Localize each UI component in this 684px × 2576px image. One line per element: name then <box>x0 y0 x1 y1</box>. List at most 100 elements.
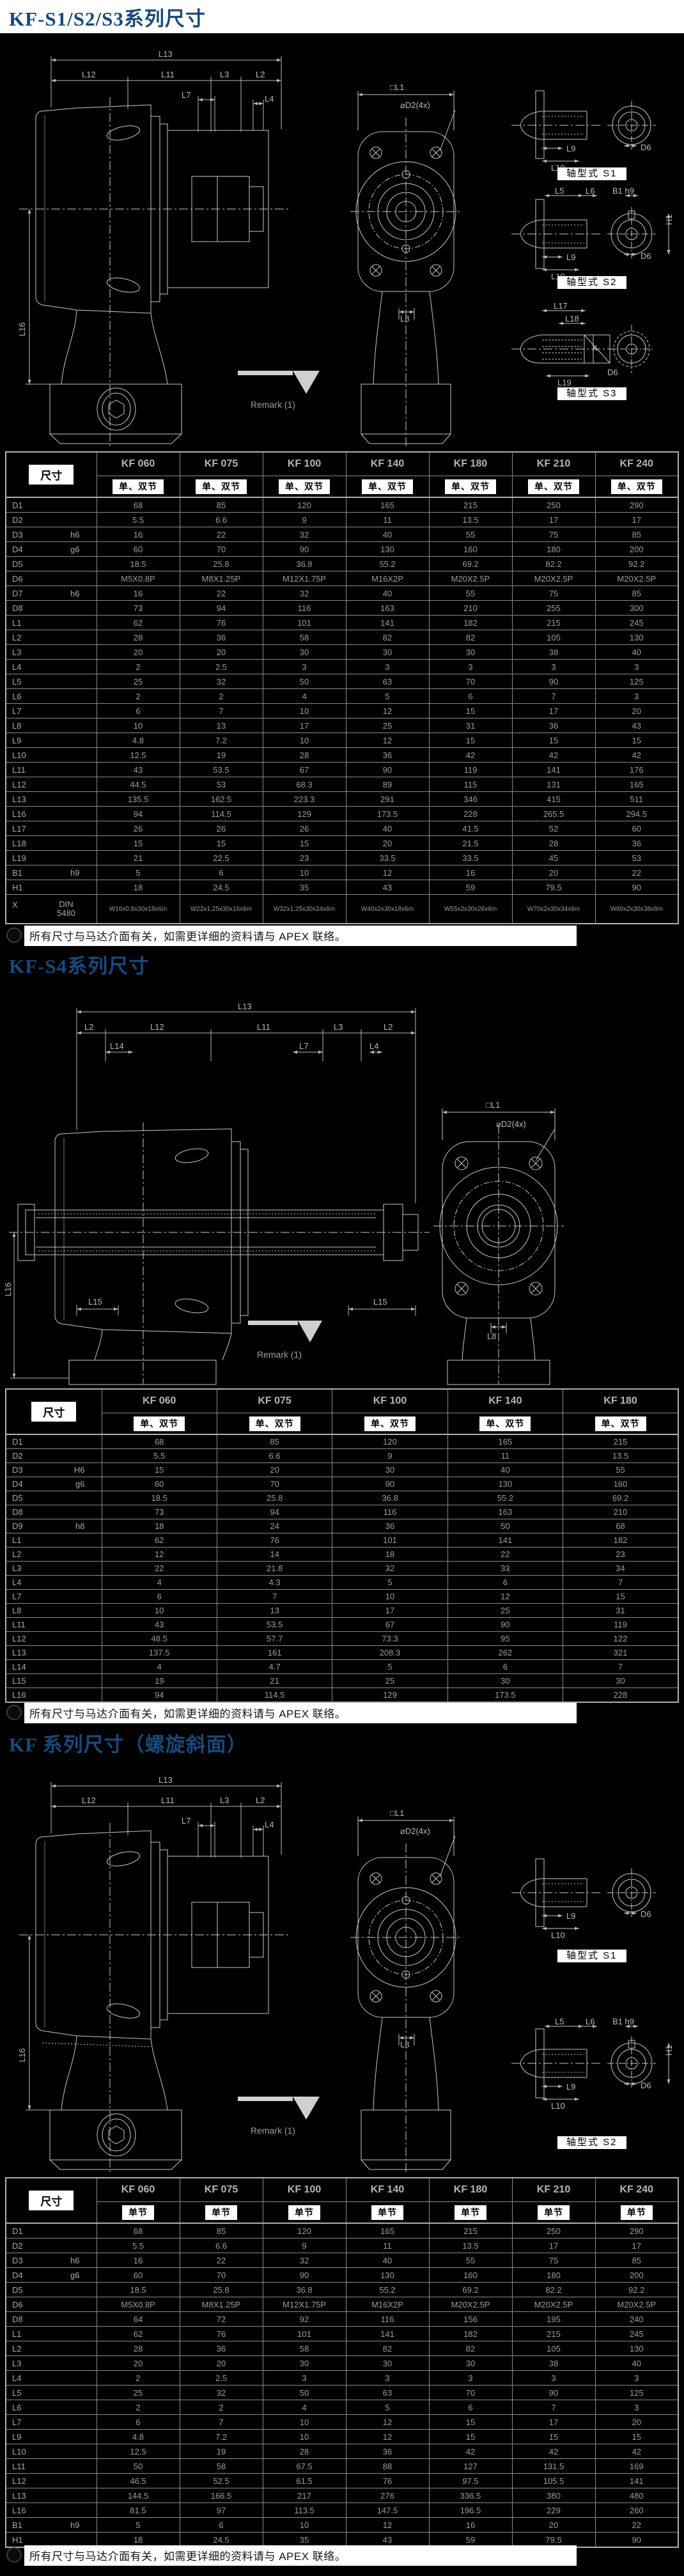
dim-value: 6 <box>447 1659 564 1674</box>
dim-value: 12 <box>345 733 430 748</box>
dim-value: 92 <box>262 2311 346 2327</box>
dim-value: 25.8 <box>179 2282 263 2297</box>
dim-header: 尺寸 <box>31 1402 77 1422</box>
dim-label: D6 <box>641 251 651 261</box>
dim-value: 291 <box>345 791 430 807</box>
dim-value: 30 <box>428 644 513 660</box>
column-header: KF 100 <box>262 2177 346 2202</box>
dim-value: 94 <box>96 806 180 821</box>
row-label-cell: L16 <box>5 806 97 821</box>
dim-value: 70 <box>216 1477 333 1491</box>
row-label-cell: D2 <box>5 2238 97 2253</box>
row-label: D2 <box>12 515 23 525</box>
row-label: L2 <box>12 1549 22 1559</box>
note-s1: 所有尺寸与马达介面有关，如需更详细的资料请与 APEX 联络。 <box>5 926 644 946</box>
dim-value: 130 <box>595 630 679 645</box>
column-header: KF 180 <box>563 1388 679 1413</box>
dim-value: M8X1.25P <box>179 571 263 586</box>
dim-value: 36 <box>332 1519 448 1533</box>
dim-value: 415 <box>511 791 596 807</box>
row-label-cell: L11 <box>5 762 97 777</box>
dim-value: 6.6 <box>179 2238 263 2253</box>
sub-header: 单、双节 <box>249 1416 300 1431</box>
sub-header: 单节 <box>122 2205 154 2220</box>
dim-value: 141 <box>345 2326 430 2341</box>
dim-value: M20X2.5P <box>595 2297 679 2312</box>
dim-value: 63 <box>345 674 430 689</box>
dim-value: 163 <box>345 600 430 616</box>
dim-value: 90 <box>595 2532 679 2548</box>
dim-value: 12 <box>345 2414 430 2430</box>
dim-header-cell: 尺寸 <box>5 451 97 498</box>
dim-value: 75 <box>511 586 596 601</box>
row-tolerance: g6 <box>70 544 80 554</box>
dim-value: 7 <box>563 1575 679 1590</box>
dim-value: 130 <box>595 2341 679 2356</box>
row-label-cell: L6 <box>5 688 97 704</box>
shaft-type-s2-label: 轴型式 S2 <box>557 276 626 289</box>
column-header: KF 060 <box>96 451 180 476</box>
dim-value: 36 <box>345 747 430 763</box>
row-label: L4 <box>12 1578 22 1587</box>
dim-header-cell: 尺寸 <box>5 2177 97 2224</box>
dim-value: M20X2.5P <box>511 571 596 586</box>
row-label: D3 <box>12 2255 23 2265</box>
row-label: D7 <box>12 588 23 598</box>
dim-value: 15 <box>563 1589 679 1604</box>
dim-value: 25.8 <box>179 556 263 571</box>
dim-value: 160 <box>428 2267 513 2283</box>
dim-label: L16 <box>3 1282 13 1296</box>
sub-header-cell: 单、双节 <box>216 1413 333 1435</box>
dim-value: 24.5 <box>179 880 263 895</box>
dim-value: 36.8 <box>262 556 346 571</box>
dim-value: 94 <box>179 600 263 616</box>
dim-value: 32 <box>262 586 346 601</box>
cad-drawing-s4 <box>9 1008 564 1385</box>
dim-value: 5 <box>96 865 180 880</box>
dim-value: 13 <box>179 718 263 733</box>
dim-value: 7 <box>179 2414 263 2430</box>
dim-value: 22 <box>595 2517 679 2533</box>
dim-value: 28 <box>262 2444 346 2459</box>
dim-value: 127 <box>428 2458 513 2474</box>
column-header: KF 210 <box>511 451 596 476</box>
dim-value: 30 <box>345 644 430 660</box>
row-label-cell: L4 <box>5 1575 102 1590</box>
row-label: L16 <box>12 809 26 819</box>
dim-value: 15 <box>511 733 596 748</box>
dim-value: 165 <box>447 1434 564 1449</box>
dim-value: 240 <box>595 2311 679 2327</box>
row-label-cell: L12 <box>5 777 97 792</box>
row-label: L15 <box>12 1676 26 1686</box>
dim-value: 59 <box>428 880 513 895</box>
dim-value: 173.5 <box>345 806 430 821</box>
dim-value: 3 <box>595 688 679 704</box>
dim-value: 32 <box>262 2253 346 2268</box>
dim-label: L12 <box>82 70 96 79</box>
column-header: KF 060 <box>101 1388 217 1413</box>
dim-value: 265.5 <box>511 806 596 821</box>
dim-value: 40 <box>447 1463 564 1477</box>
dim-value: 160 <box>563 1477 679 1491</box>
row-label: D4 <box>12 544 23 554</box>
dim-value: 260 <box>595 2502 679 2518</box>
dim-value: 105 <box>511 2341 596 2356</box>
row-label-cell: L2 <box>5 2341 97 2356</box>
dim-value: W16x0.8x30x18x6m <box>96 894 180 924</box>
row-label-cell: L9 <box>5 733 97 748</box>
dim-label: L10 <box>551 2101 565 2111</box>
dim-label: L4 <box>369 1041 379 1051</box>
row-label: L6 <box>12 2402 22 2412</box>
row-label: D4 <box>12 1479 23 1489</box>
sub-header: 单节 <box>455 2205 486 2220</box>
dim-value: 163 <box>447 1505 564 1519</box>
dim-value: 68 <box>96 2223 180 2238</box>
